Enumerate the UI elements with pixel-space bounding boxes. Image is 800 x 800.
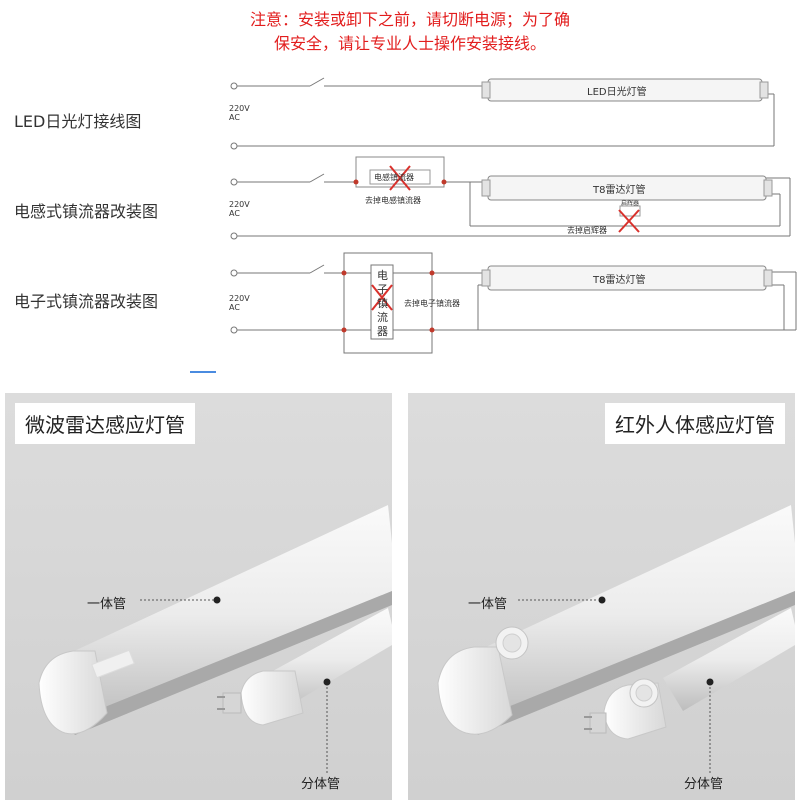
tube-label: T8雷达灯管 [593, 185, 646, 196]
ballast-char: 器 [377, 325, 388, 338]
ballast-box-label: 电感镇流器 [374, 173, 414, 182]
divider-accent [190, 371, 216, 373]
row-label-electronic: 电子式镇流器改装图 [14, 292, 159, 311]
ballast-char: 镇 [377, 297, 388, 310]
wiring-diagram: 注意：安装或卸下之前，请切断电源；为了确 保安全，请让专业人士操作安装接线。 [0, 0, 800, 380]
remove-starter-label: 去掉启辉器 [567, 226, 607, 235]
tube-illustration [437, 505, 795, 773]
tube-label: T8雷达灯管 [593, 275, 646, 286]
warning-line-2: 保安全，请让专业人士操作安装接线。 [273, 34, 546, 53]
tube-label: LED日光灯管 [587, 87, 647, 98]
ballast-char: 电 [377, 269, 388, 282]
callout-split: 分体管 [301, 777, 341, 792]
ballast-char: 流 [377, 311, 388, 324]
ballast-char: 子 [377, 283, 388, 296]
row-label-inductive: 电感式镇流器改装图 [14, 202, 159, 221]
panel-title: 红外人体感应灯管 [605, 403, 785, 444]
panel-microwave: 微波雷达感应灯管 一体管 分体管 [5, 393, 392, 800]
tube-illustration [38, 505, 392, 773]
warning-line-1: 注意：安装或卸下之前，请切断电源；为了确 [249, 10, 570, 29]
remove-ballast-label: 去掉电感镇流器 [365, 196, 421, 205]
callout-integrated: 一体管 [87, 597, 127, 612]
callout-split: 分体管 [684, 777, 724, 792]
panel-infrared: 红外人体感应灯管 一体管 分体管 [408, 393, 795, 800]
row-label-led: LED日光灯接线图 [14, 112, 142, 131]
panel-title: 微波雷达感应灯管 [15, 403, 195, 444]
remove-ballast-label: 去掉电子镇流器 [404, 299, 460, 308]
starter-label: 启辉器 [621, 200, 640, 207]
callout-integrated: 一体管 [468, 597, 508, 612]
wiring-lines [230, 77, 797, 354]
